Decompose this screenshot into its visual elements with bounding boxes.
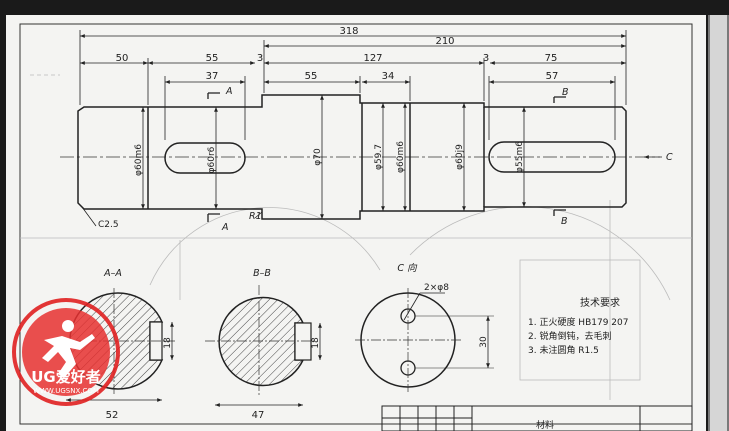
view-c-title: C 向 (397, 263, 418, 274)
bb-dim-47: 47 (252, 410, 265, 421)
dim-127: 127 (363, 53, 382, 64)
aa-dim-18: 18 (163, 337, 173, 349)
dim-55-a: 55 (206, 53, 219, 64)
dim-dia-70: φ70 (313, 148, 323, 166)
dim-210: 210 (435, 36, 454, 47)
dim-57: 57 (546, 71, 559, 82)
title-block-text: 材料 (536, 419, 554, 431)
view-c-holes: 2×φ8 (424, 283, 449, 293)
dim-34: 34 (382, 71, 395, 82)
runner-icon (42, 320, 95, 378)
tech-req-title: 技术要求 (580, 296, 620, 309)
label-b-bottom: B (561, 216, 568, 227)
dim-dia-55m6: φ55m6 (515, 141, 525, 173)
radius-label: R1 (249, 211, 262, 222)
dim-dia-60r6: φ60r6 (207, 146, 217, 173)
dim-dia-60m6-a: φ60m6 (134, 144, 144, 176)
keyway-right (488, 141, 616, 173)
ugsnx-watermark: UG爱好者 WWW.UGSNX.COM (12, 298, 120, 406)
label-c-arrow: C (666, 152, 673, 163)
dim-37: 37 (206, 71, 219, 82)
bb-dim-18: 18 (311, 337, 321, 349)
aa-dim-52: 52 (106, 410, 119, 421)
watermark-url: WWW.UGSNX.COM (33, 387, 99, 395)
dim-3-b: 3 (483, 53, 489, 64)
chamfer-label: C2.5 (98, 220, 119, 230)
tech-req-item-1: 1. 正火硬度 HB179 207 (528, 316, 628, 328)
view-c (355, 288, 494, 392)
dimension-lines (79, 30, 662, 227)
view-c-dim-30: 30 (479, 336, 489, 348)
label-a-bottom: A (221, 222, 229, 233)
section-cut-marks (207, 92, 566, 222)
drawing-border (19, 23, 693, 425)
watermark-brand: UG爱好者 (31, 368, 101, 386)
dim-55-b: 55 (305, 71, 318, 82)
dim-75: 75 (545, 53, 558, 64)
section-bb (205, 285, 322, 407)
background-ghost-lines (20, 74, 692, 400)
section-bb-title: B–B (253, 268, 271, 279)
dim-318: 318 (339, 26, 358, 37)
section-aa-title: A–A (103, 268, 122, 279)
dim-dia-60m6-b: φ60m6 (396, 141, 406, 173)
title-block (381, 405, 693, 431)
label-a-top: A (225, 86, 233, 97)
dim-3-a: 3 (257, 53, 263, 64)
dim-dia-60j9: φ60j9 (455, 144, 465, 170)
dim-50: 50 (116, 53, 129, 64)
dim-dia-59-7: φ59.7 (374, 144, 384, 170)
scrollbar-thumb[interactable] (710, 15, 727, 431)
watermark-ring (12, 298, 120, 406)
tech-req-item-3: 3. 未注圆角 R1.5 (528, 344, 599, 356)
keyway-left (164, 142, 246, 174)
tech-req-item-2: 2. 锐角倒钝，去毛刺 (528, 330, 611, 342)
label-b-top: B (562, 87, 569, 98)
